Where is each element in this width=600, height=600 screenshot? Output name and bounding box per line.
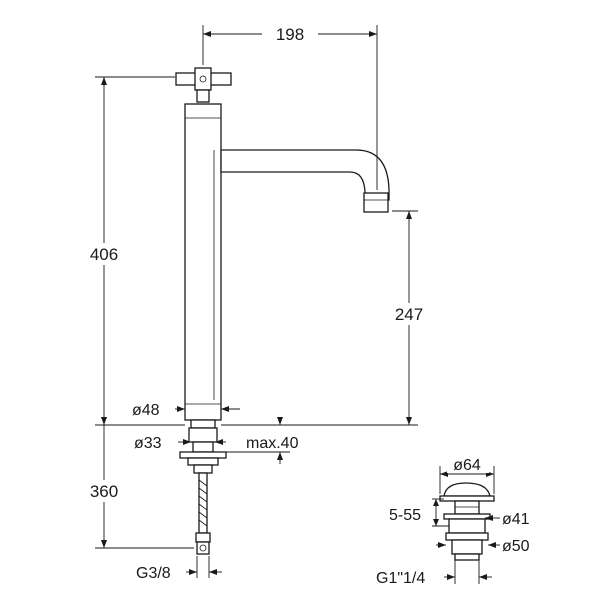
dimension-inner-diameter: ø41 (485, 511, 530, 528)
label-max-thickness: max.40 (246, 435, 299, 452)
dimension-waste-thread: G1"1/4 (376, 560, 492, 587)
cross-handle (175, 67, 232, 103)
dimension-base-diameter-waste: ø50 (436, 538, 530, 555)
label-body-diameter: ø48 (132, 402, 160, 419)
label-base-diameter: ø33 (134, 435, 162, 452)
pop-up-waste (439, 482, 495, 561)
spout (220, 149, 390, 213)
dimension-projection: 198 (202, 24, 378, 190)
dimension-hose-thread: G3/8 (136, 556, 222, 582)
label-hose-length: 360 (90, 482, 118, 501)
label-cap-diameter: ø64 (453, 457, 481, 474)
dimension-range: 5-55 (389, 498, 449, 527)
faucet (175, 67, 390, 555)
label-spout-height: 247 (395, 305, 423, 324)
dimension-body-diameter: ø48 (132, 402, 240, 419)
hose (195, 472, 211, 555)
label-hose-thread: G3/8 (136, 565, 171, 582)
dimension-max-thickness: max.40 (226, 417, 299, 464)
base-mount (179, 419, 227, 474)
label-projection: 198 (276, 25, 304, 44)
faucet-body (184, 103, 222, 421)
label-base-diameter-waste: ø50 (502, 538, 530, 555)
dimension-total-height: 406 (80, 76, 185, 426)
label-total-height: 406 (90, 245, 118, 264)
dimension-cap-diameter: ø64 (439, 456, 495, 494)
dimension-base-diameter: ø33 (134, 435, 226, 452)
label-range: 5-55 (389, 507, 421, 524)
dimension-hose-length: 360 (80, 425, 194, 549)
dimension-spout-height: 247 (221, 210, 434, 426)
label-waste-thread: G1"1/4 (376, 570, 425, 587)
label-inner-diameter: ø41 (502, 511, 530, 528)
